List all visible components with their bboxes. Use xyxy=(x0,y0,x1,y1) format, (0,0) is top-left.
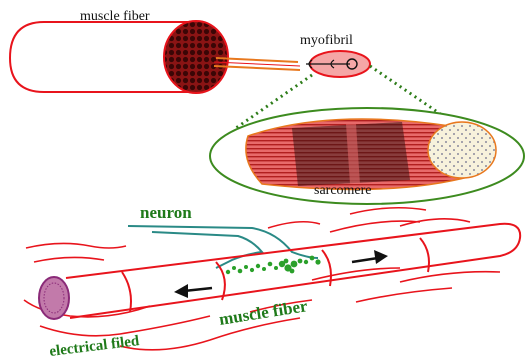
sarcomere-cylinder xyxy=(246,119,496,189)
electrical-field-lines xyxy=(24,208,500,350)
electrical-field-label: electrical filed xyxy=(49,333,141,360)
sarcomere-label: sarcomere xyxy=(314,183,372,198)
neuron-label: neuron xyxy=(140,203,192,222)
fiber-cross-section xyxy=(164,21,228,93)
arrow-right xyxy=(352,258,378,262)
muscle-fiber-label-top: muscle fiber xyxy=(80,9,150,24)
neuron xyxy=(128,226,318,268)
myofibril xyxy=(306,51,370,77)
sarcomere-cross-section xyxy=(428,122,496,178)
neuron-terminals xyxy=(226,256,321,275)
fiber-segment-1 xyxy=(122,272,131,312)
direction-arrows xyxy=(174,250,388,298)
myofibril-label: myofibril xyxy=(300,33,353,48)
arrow-left xyxy=(184,288,212,291)
muscle-fiber-top xyxy=(10,21,228,93)
muscle-fiber-label-bottom: muscle fiber xyxy=(218,296,310,329)
